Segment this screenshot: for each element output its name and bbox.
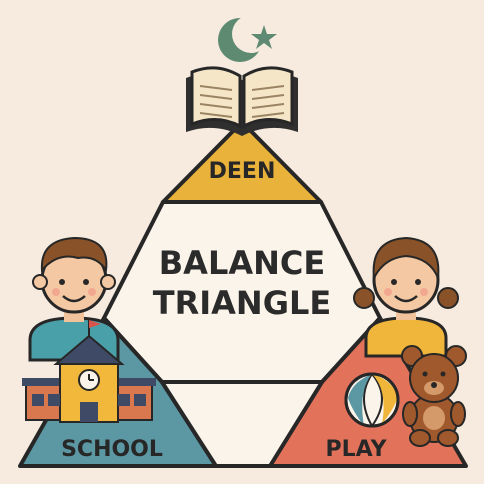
deen-label: DEEN [209,159,276,184]
girl-icon [353,236,459,358]
teddy-bear-icon [401,345,467,447]
open-book-icon [186,66,298,136]
boy-icon [28,236,120,362]
title-line2: TRIANGLE [153,284,331,322]
beach-ball-icon [344,372,400,428]
bottom-strip [160,380,324,468]
school-building-icon [22,320,156,423]
title-line1: BALANCE [159,244,325,282]
play-label: PLAY [326,437,388,462]
crescent-star-icon [218,15,277,62]
school-label: SCHOOL [61,437,163,462]
